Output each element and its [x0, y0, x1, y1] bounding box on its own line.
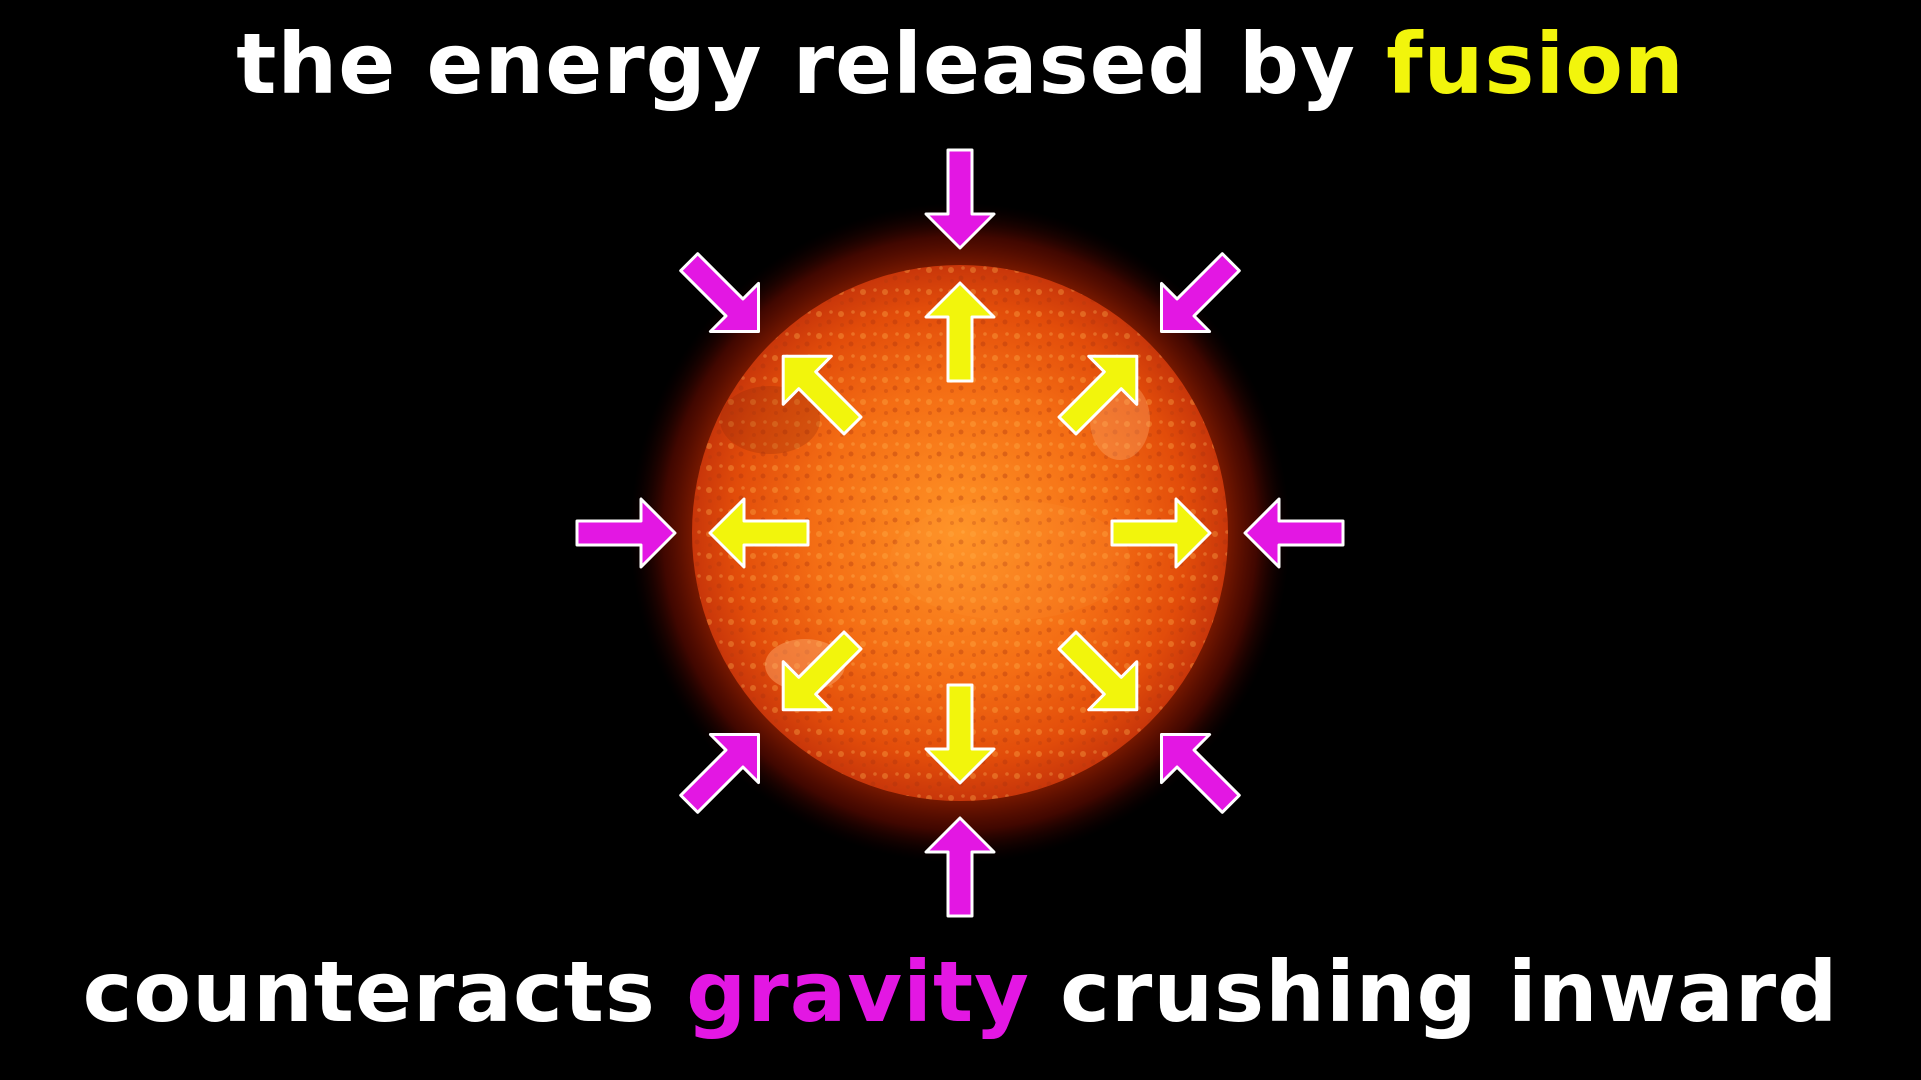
- caption-bottom-lead: counteracts: [82, 943, 687, 1041]
- outward-arrow-down-icon: [924, 683, 996, 785]
- caption-top-highlight-fusion: fusion: [1386, 15, 1685, 113]
- outward-arrow-right-icon: [1110, 497, 1212, 569]
- caption-bottom-tail: crushing inward: [1029, 943, 1839, 1041]
- inward-arrow-down-left-icon: [679, 733, 760, 814]
- caption-bottom-highlight-gravity: gravity: [686, 943, 1030, 1041]
- inward-arrow-left-icon: [575, 497, 677, 569]
- inward-arrow-up-icon: [924, 148, 996, 250]
- caption-bottom: counteracts gravity crushing inward: [0, 950, 1921, 1034]
- inward-arrow-right-icon: [1243, 497, 1345, 569]
- inward-arrow-up-right-icon: [1160, 252, 1241, 333]
- caption-top: the energy released by fusion: [0, 22, 1921, 106]
- outward-arrow-left-icon: [708, 497, 810, 569]
- inward-arrow-up-left-icon: [679, 252, 760, 333]
- inward-arrow-down-icon: [924, 816, 996, 918]
- outward-arrow-up-icon: [924, 281, 996, 383]
- outward-arrows: [708, 281, 1212, 785]
- inward-arrows: [575, 148, 1345, 918]
- outward-arrow-up-right-icon: [1057, 354, 1139, 436]
- outward-arrow-down-left-icon: [781, 630, 863, 712]
- inward-arrow-down-right-icon: [1160, 733, 1241, 814]
- outward-arrow-down-right-icon: [1057, 630, 1139, 712]
- outward-arrow-up-left-icon: [781, 354, 863, 436]
- caption-top-lead: the energy released by: [236, 15, 1387, 113]
